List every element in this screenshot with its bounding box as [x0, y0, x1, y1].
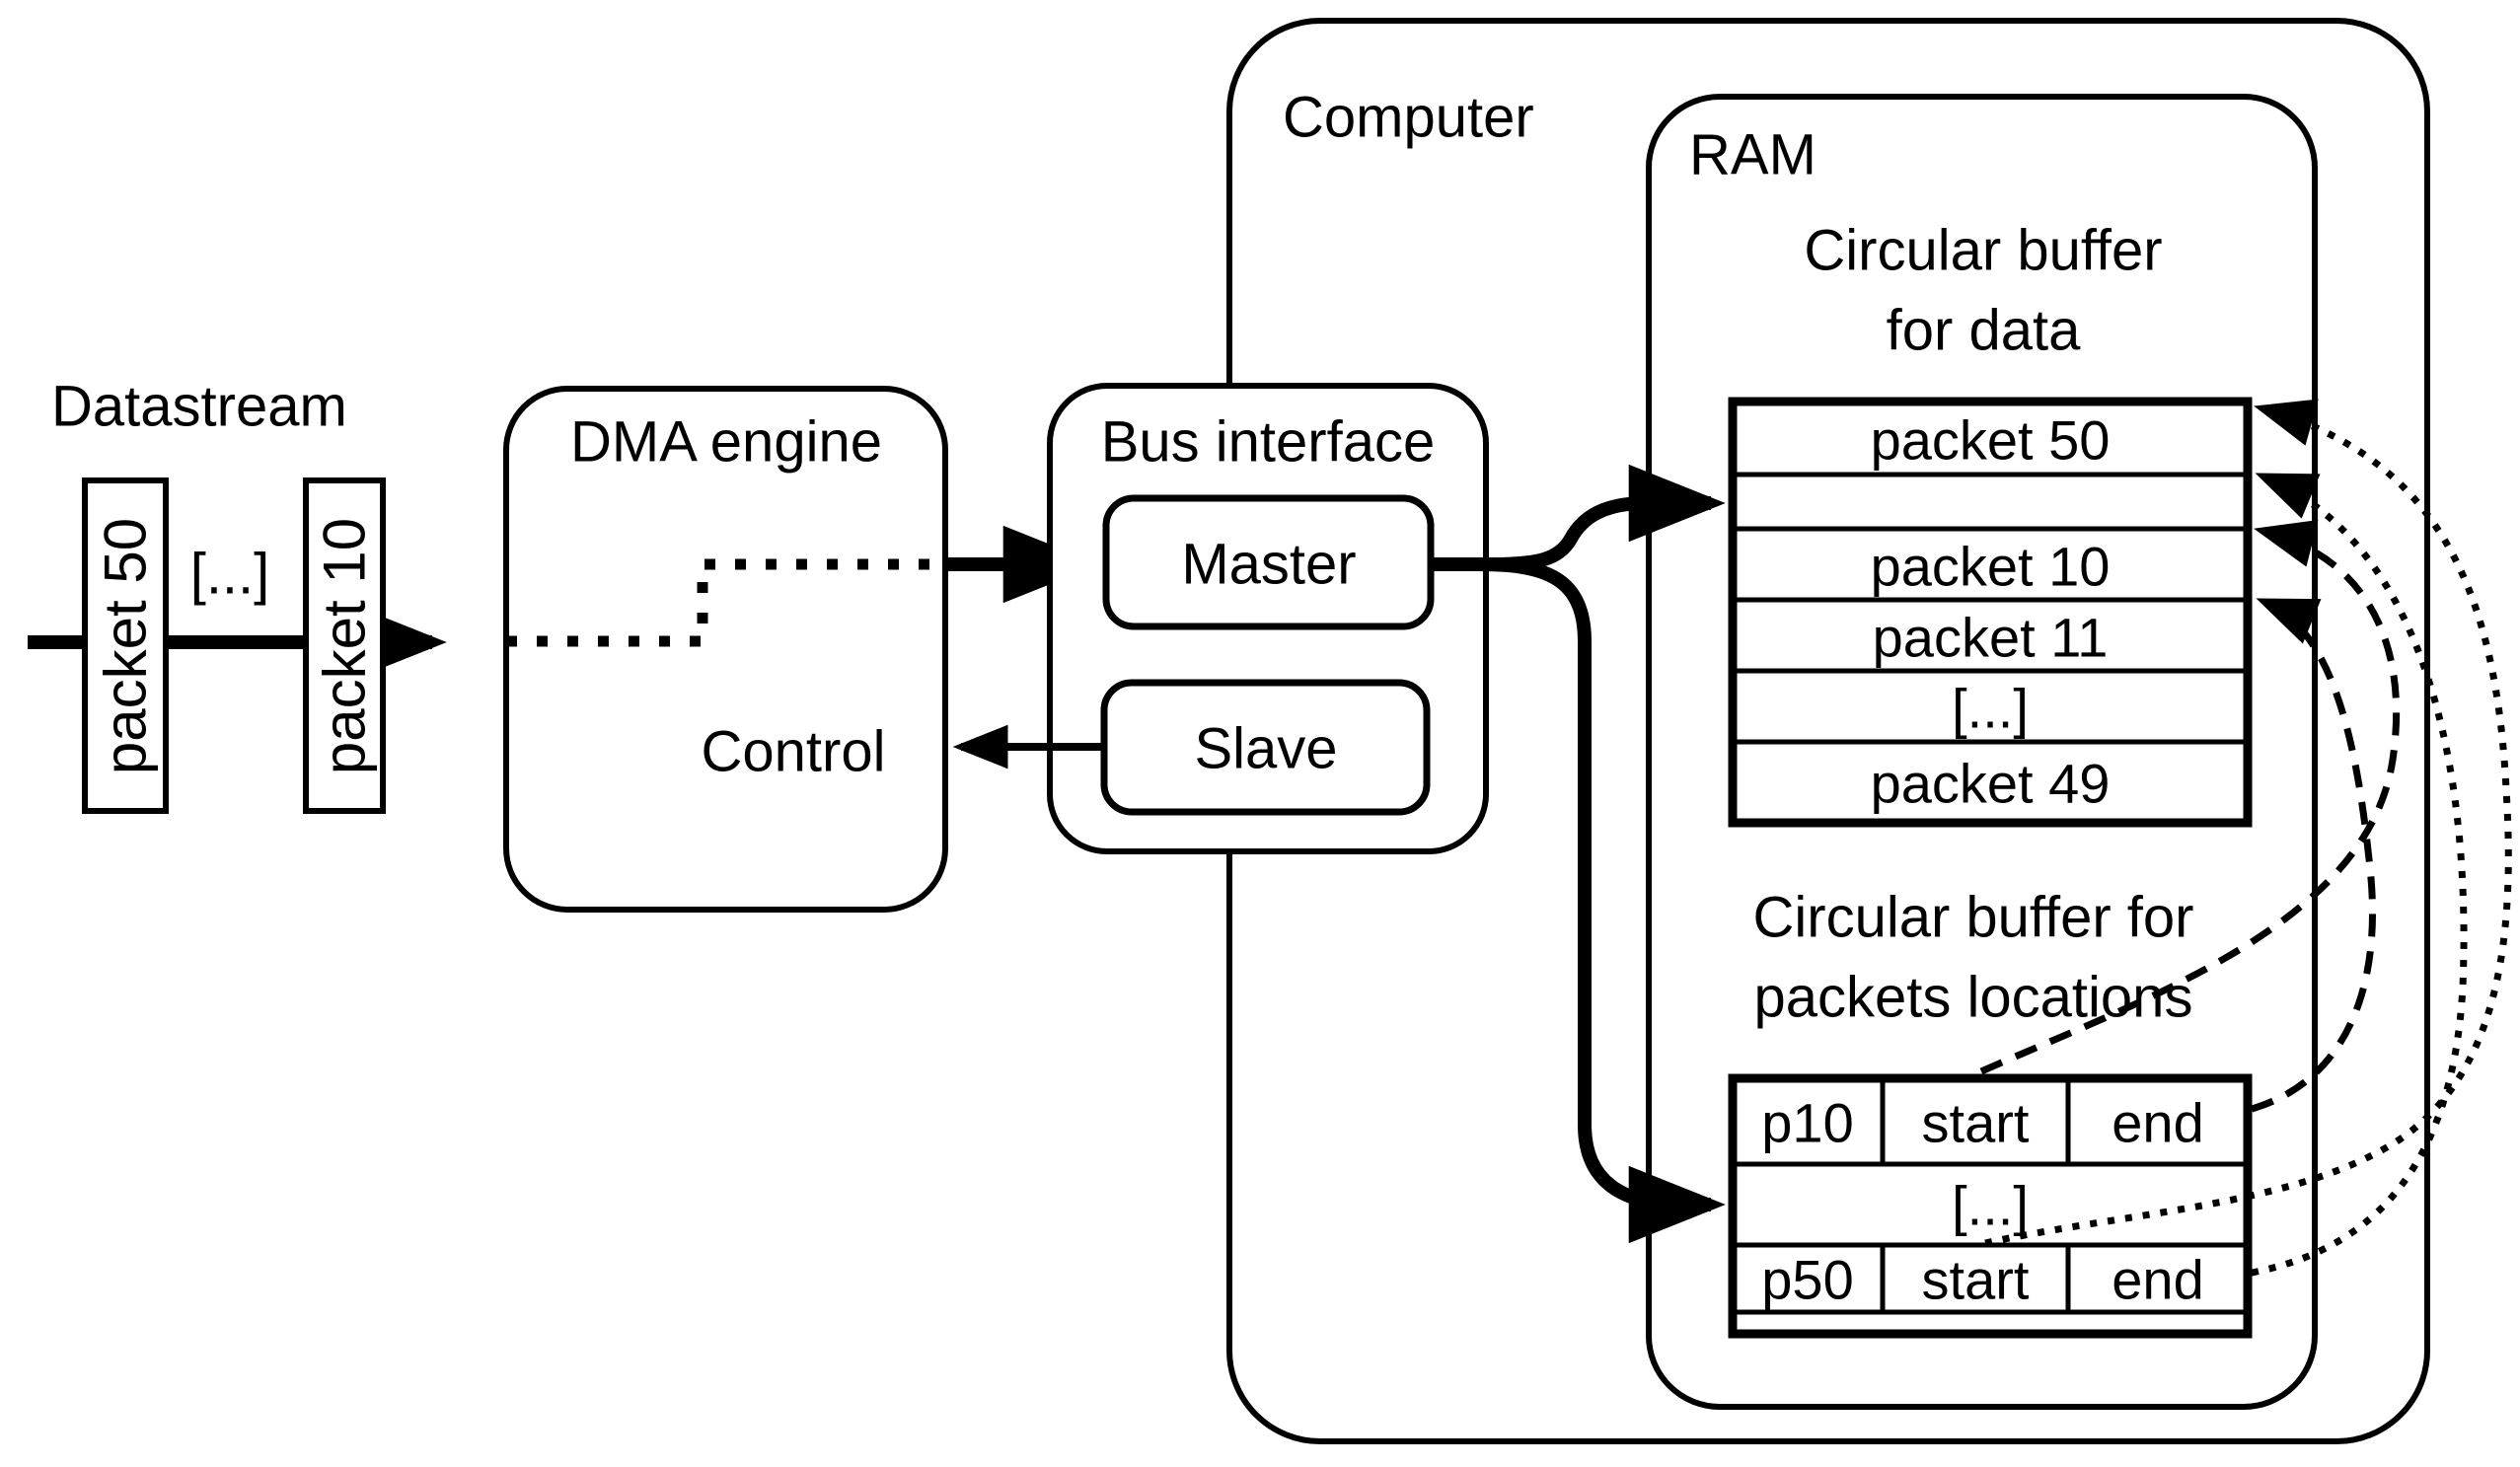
data-buffer-table: packet 50 packet 10 packet 11 [...] pack… — [1728, 397, 2253, 828]
data-row-packet-10: packet 10 — [1871, 536, 2111, 598]
data-buffer-outline — [1728, 397, 2253, 828]
computer-label: Computer — [1283, 86, 1534, 150]
location-buffer-table: p10 start end [...] p50 start end — [1728, 1073, 2253, 1339]
data-row-packet-50: packet 50 — [1871, 409, 2111, 472]
location-buffer-title-line2: packets locations — [1754, 966, 2193, 1030]
slave-label: Slave — [1194, 717, 1337, 781]
master-to-location-buffer-arrow — [1431, 557, 1726, 1244]
bus-interface-label: Bus interface — [1101, 410, 1436, 475]
location-cell-p10-start: start — [1922, 1092, 2030, 1154]
datastream-ellipsis: [...] — [190, 543, 270, 607]
control-label: Control — [702, 720, 886, 784]
data-row-ellipsis: [...] — [1952, 678, 2029, 740]
location-buffer-title-line1: Circular buffer for — [1753, 886, 2194, 950]
location-cell-p10-end: end — [2112, 1092, 2203, 1154]
location-cell-p50: p50 — [1761, 1249, 1853, 1311]
dma-internal-dotted-path — [506, 558, 945, 647]
ram-label: RAM — [1689, 123, 1816, 187]
p10-end-pointer-dashed-curve — [2251, 598, 2376, 1113]
data-buffer-title-line1: Circular buffer — [1804, 219, 2162, 283]
dma-engine-label: DMA engine — [570, 410, 882, 475]
data-buffer-title-line2: for data — [1887, 299, 2081, 363]
p10-start-pointer-dashed-curve — [1979, 520, 2401, 1075]
data-row-packet-49: packet 49 — [1871, 753, 2111, 815]
location-cell-ellipsis: [...] — [1952, 1175, 2029, 1237]
master-label: Master — [1181, 533, 1356, 597]
data-row-packet-11: packet 11 — [1873, 607, 2109, 669]
p50-end-pointer-dotted-curve — [2251, 473, 2468, 1277]
packet-50-label: packet 50 — [93, 518, 159, 774]
location-buffer-outline — [1728, 1073, 2253, 1339]
location-cell-p50-start: start — [1922, 1249, 2030, 1311]
datastream-label: Datastream — [51, 375, 347, 439]
packet-50-box — [82, 477, 169, 814]
ram-box — [1646, 94, 2318, 1410]
packet-10-box — [303, 477, 386, 814]
location-cell-p50-end: end — [2112, 1249, 2203, 1311]
packet-10-label: packet 10 — [312, 518, 378, 774]
dma-engine-box — [503, 386, 948, 913]
location-cell-p10: p10 — [1761, 1092, 1853, 1154]
